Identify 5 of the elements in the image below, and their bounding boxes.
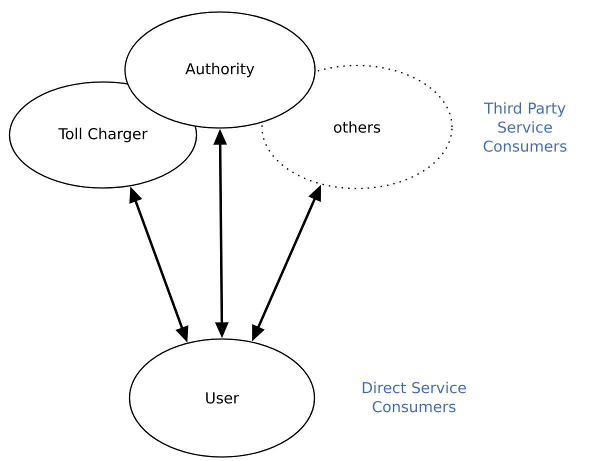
ellipse-node: User — [128, 338, 316, 458]
ellipse-node: Toll Charger — [8, 81, 198, 189]
ellipse-node: Authority — [124, 11, 316, 129]
group-label: Third Party Service Consumers — [484, 102, 566, 152]
group-label: Direct Service Consumers — [362, 382, 466, 412]
